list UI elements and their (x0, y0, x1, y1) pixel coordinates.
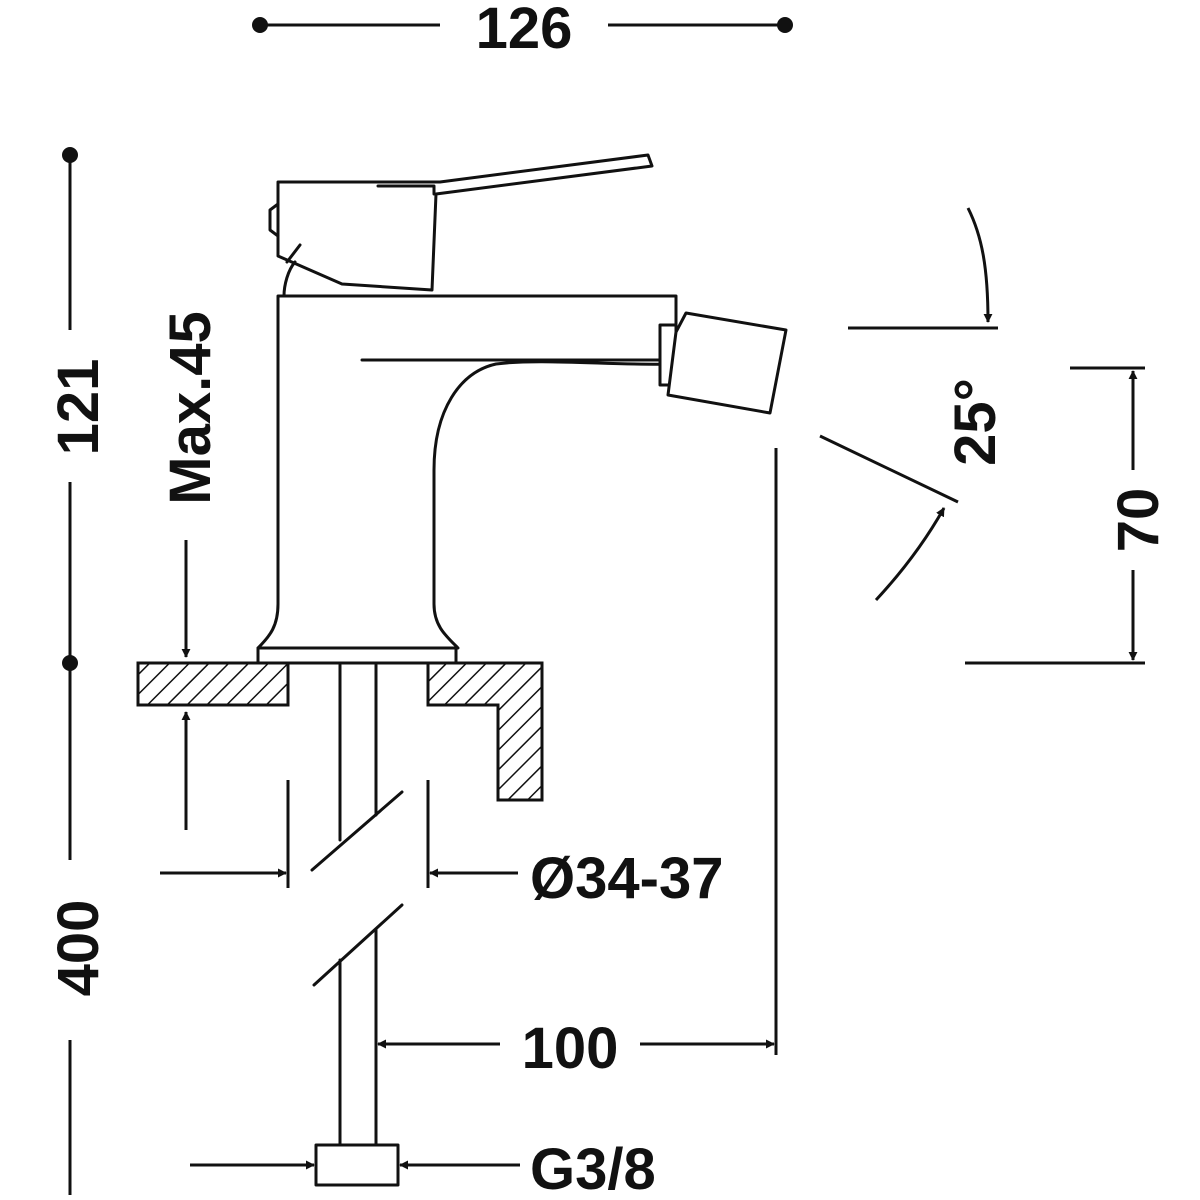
dimension-spout-height: 70 (965, 366, 1171, 665)
dimension-deck-thickness: Max.45 (158, 311, 223, 830)
supply-hoses (310, 663, 404, 1187)
dimension-hole-label: Ø34-37 (530, 846, 723, 911)
dimension-reach: 100 (377, 448, 778, 1081)
dimension-height-label: 121 (46, 359, 111, 456)
dimension-width: 126 (252, 0, 793, 61)
dimension-hole-diameter: Ø34-37 (160, 780, 723, 911)
dimension-angle-label: 25° (943, 378, 1008, 466)
dimension-connection: G3/8 (190, 1137, 656, 1200)
dimension-reach-label: 100 (522, 1016, 619, 1081)
dimension-spout-height-label: 70 (1106, 488, 1171, 553)
dimension-connection-label: G3/8 (530, 1137, 656, 1200)
mixer-body (256, 153, 788, 665)
dimension-hose-length-label: 400 (46, 900, 111, 997)
deck-section (136, 661, 544, 802)
g38-connector (314, 1143, 400, 1187)
dimension-height-left: 121 400 (46, 147, 111, 1195)
dimension-deck-label: Max.45 (158, 311, 223, 504)
dimension-width-label: 126 (476, 0, 573, 61)
dimension-spout-angle: 25° (819, 207, 1008, 602)
